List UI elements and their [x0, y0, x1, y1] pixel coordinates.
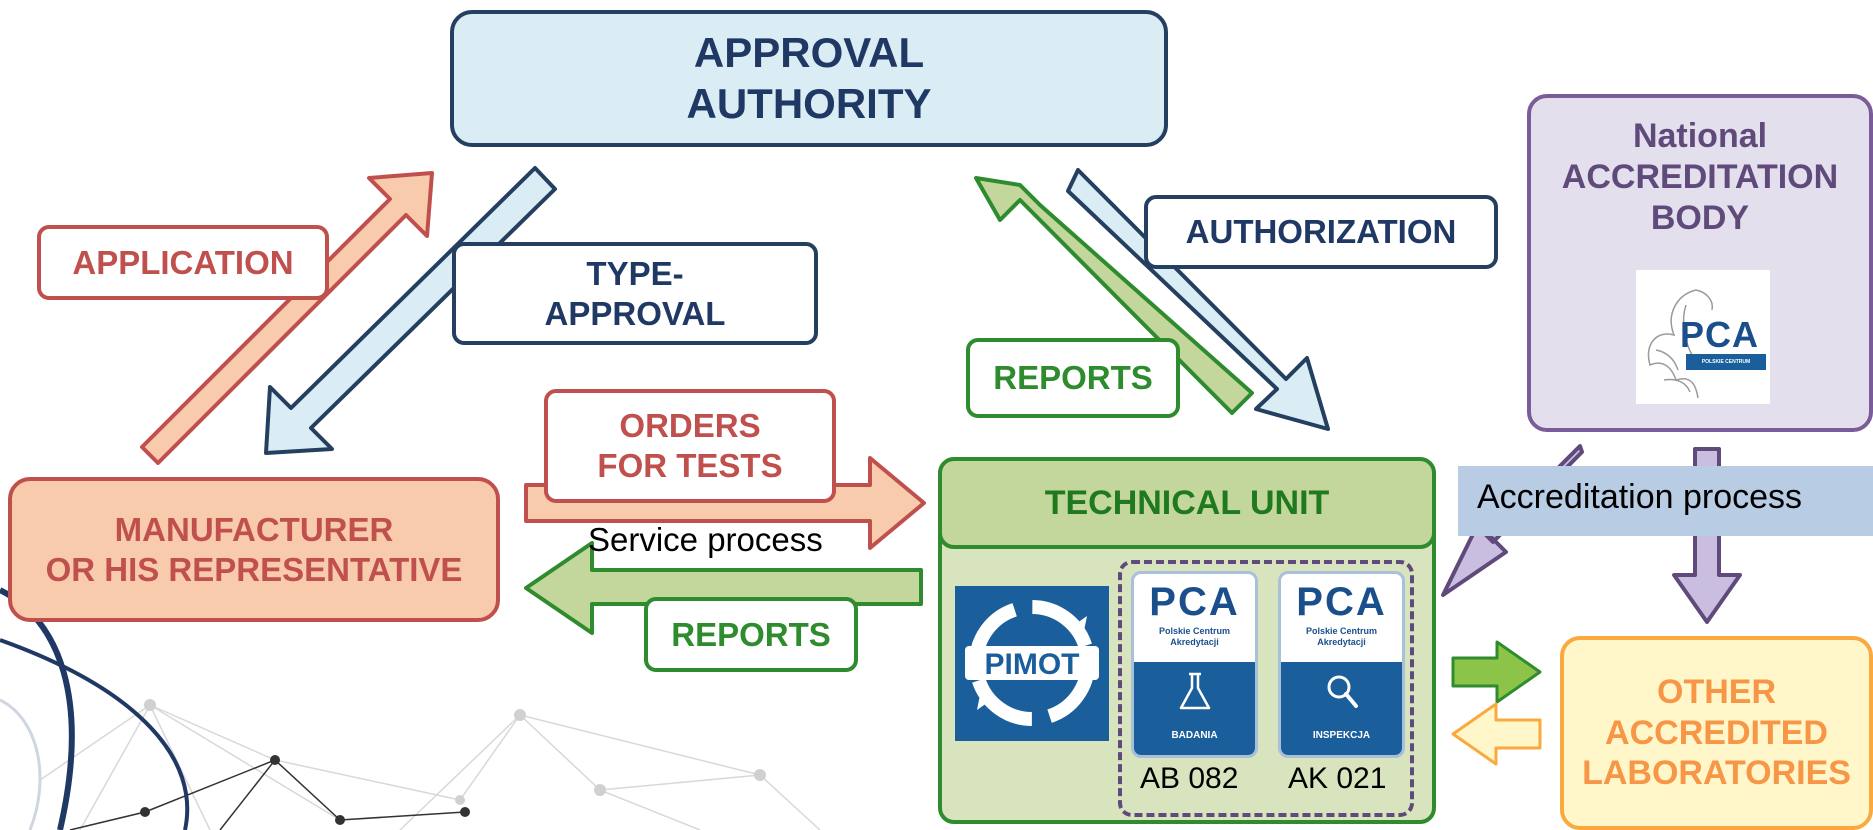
flask-icon	[1179, 672, 1210, 710]
badge1-org-line1: Polskie Centrum	[1158, 626, 1231, 637]
orders-line2: FOR TESTS	[597, 447, 783, 484]
badge1-org-line2: Akredytacji	[1170, 637, 1219, 647]
authorization-label: AUTHORIZATION	[1144, 195, 1498, 269]
magnifier-icon	[1327, 675, 1358, 708]
nab-line3: BODY	[1650, 198, 1750, 237]
pca-badania-badge: PCA Polskie Centrum Akredytacji BADANIA	[1131, 571, 1258, 758]
nab-logo-text: PCA	[1680, 314, 1760, 355]
manufacturer-line1: MANUFACTURER	[114, 510, 394, 548]
badge2-org-line1: Polskie Centrum	[1305, 626, 1378, 637]
authorization-arrow	[1066, 168, 1330, 431]
orders-for-tests-label: ORDERS FOR TESTS	[544, 389, 836, 503]
manufacturer-box: MANUFACTURER OR HIS REPRESENTATIVE	[8, 477, 500, 622]
other-labs-line3: LABORATORIES	[1582, 754, 1851, 793]
badge2-logo: PCA	[1296, 580, 1387, 625]
authorization-text: AUTHORIZATION	[1185, 213, 1457, 251]
badge2-kind: INSPEKCJA	[1312, 730, 1371, 741]
type-approval-line2: APPROVAL	[544, 294, 726, 332]
approval-authority-line1: APPROVAL	[693, 29, 925, 77]
pimot-logo-text: PIMOT	[985, 648, 1080, 681]
accreditation-process-label: Accreditation process	[1477, 478, 1803, 516]
manufacturer-line2: OR HIS REPRESENTATIVE	[45, 550, 463, 588]
reports-top-text: REPORTS	[993, 359, 1153, 397]
other-labs-line2: ACCREDITED	[1605, 713, 1828, 752]
reports-label-top: REPORTS	[966, 338, 1180, 418]
accreditation-process-band	[1458, 466, 1873, 536]
application-label: APPLICATION	[37, 225, 329, 300]
approval-authority-box: APPROVAL AUTHORITY	[450, 10, 1168, 147]
orders-line1: ORDERS	[619, 407, 761, 445]
badge1-kind: BADANIA	[1171, 730, 1218, 741]
pca-inspekcja-badge: PCA Polskie Centrum Akredytacji INSPEKCJ…	[1278, 571, 1405, 758]
badge2-org-line2: Akredytacji	[1317, 637, 1366, 647]
pimot-logo: PIMOT	[955, 586, 1109, 741]
type-approval-arrow	[264, 166, 557, 455]
nab-line2: ACCREDITATION	[1561, 157, 1839, 196]
labs-to-tu-arrow	[1451, 702, 1542, 766]
reports-bottom-text: REPORTS	[671, 615, 831, 653]
technical-unit-header: TECHNICAL UNIT	[938, 457, 1436, 549]
approval-authority-line2: AUTHORITY	[686, 79, 932, 127]
type-approval-line1: TYPE-	[586, 254, 684, 292]
orders-arrow	[524, 456, 926, 550]
type-approval-label: TYPE- APPROVAL	[452, 242, 818, 345]
tu-to-labs-arrow	[1451, 640, 1542, 704]
pca-eagle-logo: PCA POLSKIE CENTRUM AKREDYTACJI	[1636, 270, 1770, 404]
application-arrow	[140, 171, 434, 465]
other-labs-line1: OTHER	[1657, 672, 1776, 711]
service-process-label: Service process	[588, 521, 823, 558]
application-text: APPLICATION	[72, 243, 294, 281]
badge1-code: AB 082	[1140, 762, 1239, 795]
badge1-logo: PCA	[1149, 580, 1240, 625]
reports-up-arrow	[974, 176, 1254, 415]
reports-label-bottom: REPORTS	[644, 597, 858, 672]
nab-logo-strip: POLSKIE CENTRUM AKREDYTACJI	[1686, 354, 1766, 381]
technical-unit-title: TECHNICAL UNIT	[1044, 483, 1330, 522]
reports-left-arrow	[524, 541, 923, 635]
accreditation-badges-group	[1118, 560, 1414, 817]
badge2-code: AK 021	[1288, 762, 1387, 795]
nab-line1: National	[1632, 117, 1768, 155]
other-laboratories-box: OTHER ACCREDITED LABORATORIES	[1560, 636, 1873, 830]
